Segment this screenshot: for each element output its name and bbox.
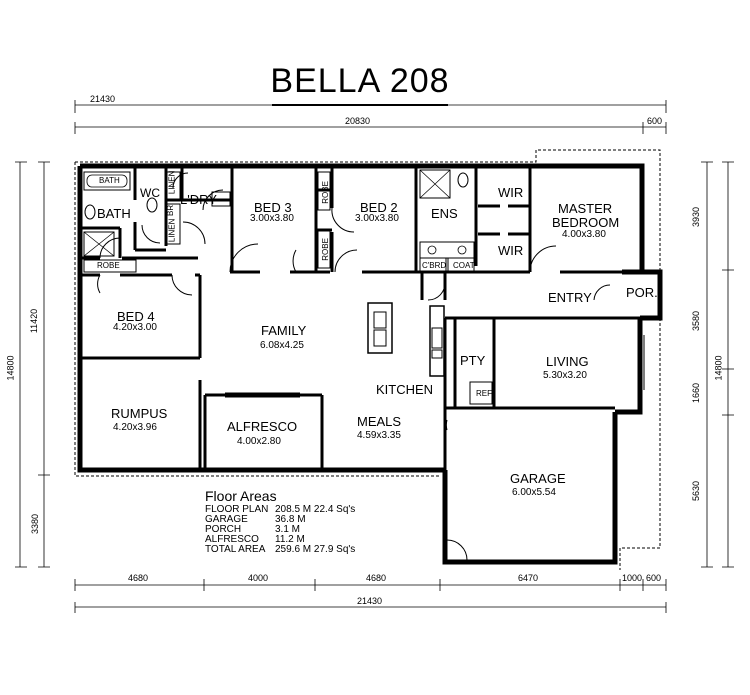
floor-areas-row: PORCH 3.1 M [205, 525, 355, 535]
room-bed2-name: BED 2 [360, 200, 398, 215]
room-br-label: BR [166, 204, 176, 216]
room-bath-label: BATH [97, 206, 131, 221]
floor-areas-row: ALFRESCO 11.2 M [205, 535, 355, 545]
room-entry-label: ENTRY [548, 290, 592, 305]
floor-areas-value: 36.8 M [275, 514, 306, 525]
floor-areas-label: FLOOR PLAN [205, 504, 269, 515]
room-ensuite-label: ENS [431, 206, 458, 221]
room-bed4-size: 4.20x3.00 [113, 322, 157, 333]
dim-top-main: 20830 [345, 116, 371, 126]
room-rumpus-size: 4.20x3.96 [113, 422, 157, 433]
floor-areas-value: 259.6 M 27.9 Sq's [275, 544, 356, 555]
dim-left-outer: 14800 [5, 355, 16, 381]
room-family-size: 6.08x4.25 [260, 340, 304, 351]
room-wir-top-label: WIR [498, 185, 524, 200]
floor-areas-value: 3.1 M [275, 524, 301, 535]
room-meals-name: MEALS [357, 414, 402, 429]
room-linen-top-label: LINEN [167, 170, 177, 195]
room-kitchen-label: KITCHEN [376, 382, 434, 397]
plan-title: BELLA 208 [270, 62, 450, 100]
dim-top-overall: 21430 [90, 94, 116, 104]
dim-right-outer: 14800 [713, 355, 724, 381]
dim-bottom-seg-5: 1000 [622, 573, 643, 583]
room-bed3-robe-top: ROBE [320, 181, 330, 204]
room-bed3-robe-bottom: ROBE [320, 238, 330, 261]
floor-areas-label: GARAGE [205, 514, 248, 525]
floor-areas-value: 11.2 M [275, 534, 305, 545]
room-pantry-label: PTY [460, 353, 486, 368]
room-garage-size: 6.00x5.54 [512, 487, 556, 498]
room-fridge-label: REF [476, 389, 492, 398]
room-rumpus-name: RUMPUS [111, 406, 168, 421]
dim-bottom-seg-6: 600 [646, 573, 662, 583]
room-master-name2: BEDROOM [552, 215, 620, 230]
room-alfresco-size: 4.00x2.80 [237, 436, 281, 447]
room-wir-bottom-label: WIR [498, 243, 524, 258]
floor-areas-heading: Floor Areas [205, 488, 277, 504]
dim-right-seg-3: 1660 [691, 382, 702, 404]
room-alfresco-name: ALFRESCO [227, 419, 298, 434]
floor-areas-label: PORCH [205, 524, 242, 535]
floor-areas-table: FLOOR PLAN 208.5 M 22.4 Sq's GARAGE 36.8… [205, 505, 355, 555]
room-laundry-label: L'DRY [180, 192, 217, 207]
room-cbrd-label: C'BRD [422, 261, 447, 270]
dim-bottom-seg-3: 4680 [366, 573, 387, 583]
floor-areas-label: ALFRESCO [205, 534, 259, 545]
room-bed3-size: 3.00x3.80 [250, 213, 294, 224]
room-coat-label: COAT [453, 261, 475, 270]
floor-areas-row: GARAGE 36.8 M [205, 515, 355, 525]
room-porch-label: POR. [626, 285, 658, 300]
floor-areas-label: TOTAL AREA [205, 544, 266, 555]
dim-bottom-overall: 21430 [357, 596, 383, 606]
dim-left-inner-bottom: 3380 [30, 513, 41, 535]
room-living-size: 5.30x3.20 [543, 370, 587, 381]
dim-bottom-seg-1: 4680 [128, 573, 149, 583]
room-living-name: LIVING [546, 354, 589, 369]
dim-right-seg-1: 3930 [691, 206, 702, 228]
room-bed4-name: BED 4 [117, 309, 155, 324]
dim-bottom-seg-4: 6470 [518, 573, 539, 583]
room-bed4-robe-label: ROBE [97, 261, 120, 270]
room-bed3-name: BED 3 [254, 200, 292, 215]
room-garage-name: GARAGE [510, 471, 566, 486]
dim-left-inner-top: 11420 [29, 308, 40, 334]
room-linen-bottom-label: LINEN [167, 218, 177, 243]
dim-top-small: 600 [647, 116, 663, 126]
title-underline [272, 104, 448, 106]
dim-right-seg-4: 5630 [691, 480, 702, 502]
floor-areas-row: TOTAL AREA 259.6 M 27.9 Sq's [205, 545, 355, 555]
room-bed2-size: 3.00x3.80 [355, 213, 399, 224]
floor-areas-value: 208.5 M 22.4 Sq's [275, 504, 356, 515]
floor-areas-row: FLOOR PLAN 208.5 M 22.4 Sq's [205, 505, 355, 515]
room-family-name: FAMILY [261, 323, 307, 338]
room-bath-tub-label: BATH [99, 176, 120, 185]
dim-bottom-seg-2: 4000 [248, 573, 269, 583]
room-wc-label: WC [140, 186, 160, 200]
room-master-size: 4.00x3.80 [562, 229, 606, 240]
room-master-name: MASTER [558, 201, 613, 216]
dim-right-seg-2: 3580 [691, 310, 702, 332]
room-meals-size: 4.59x3.35 [357, 430, 401, 441]
